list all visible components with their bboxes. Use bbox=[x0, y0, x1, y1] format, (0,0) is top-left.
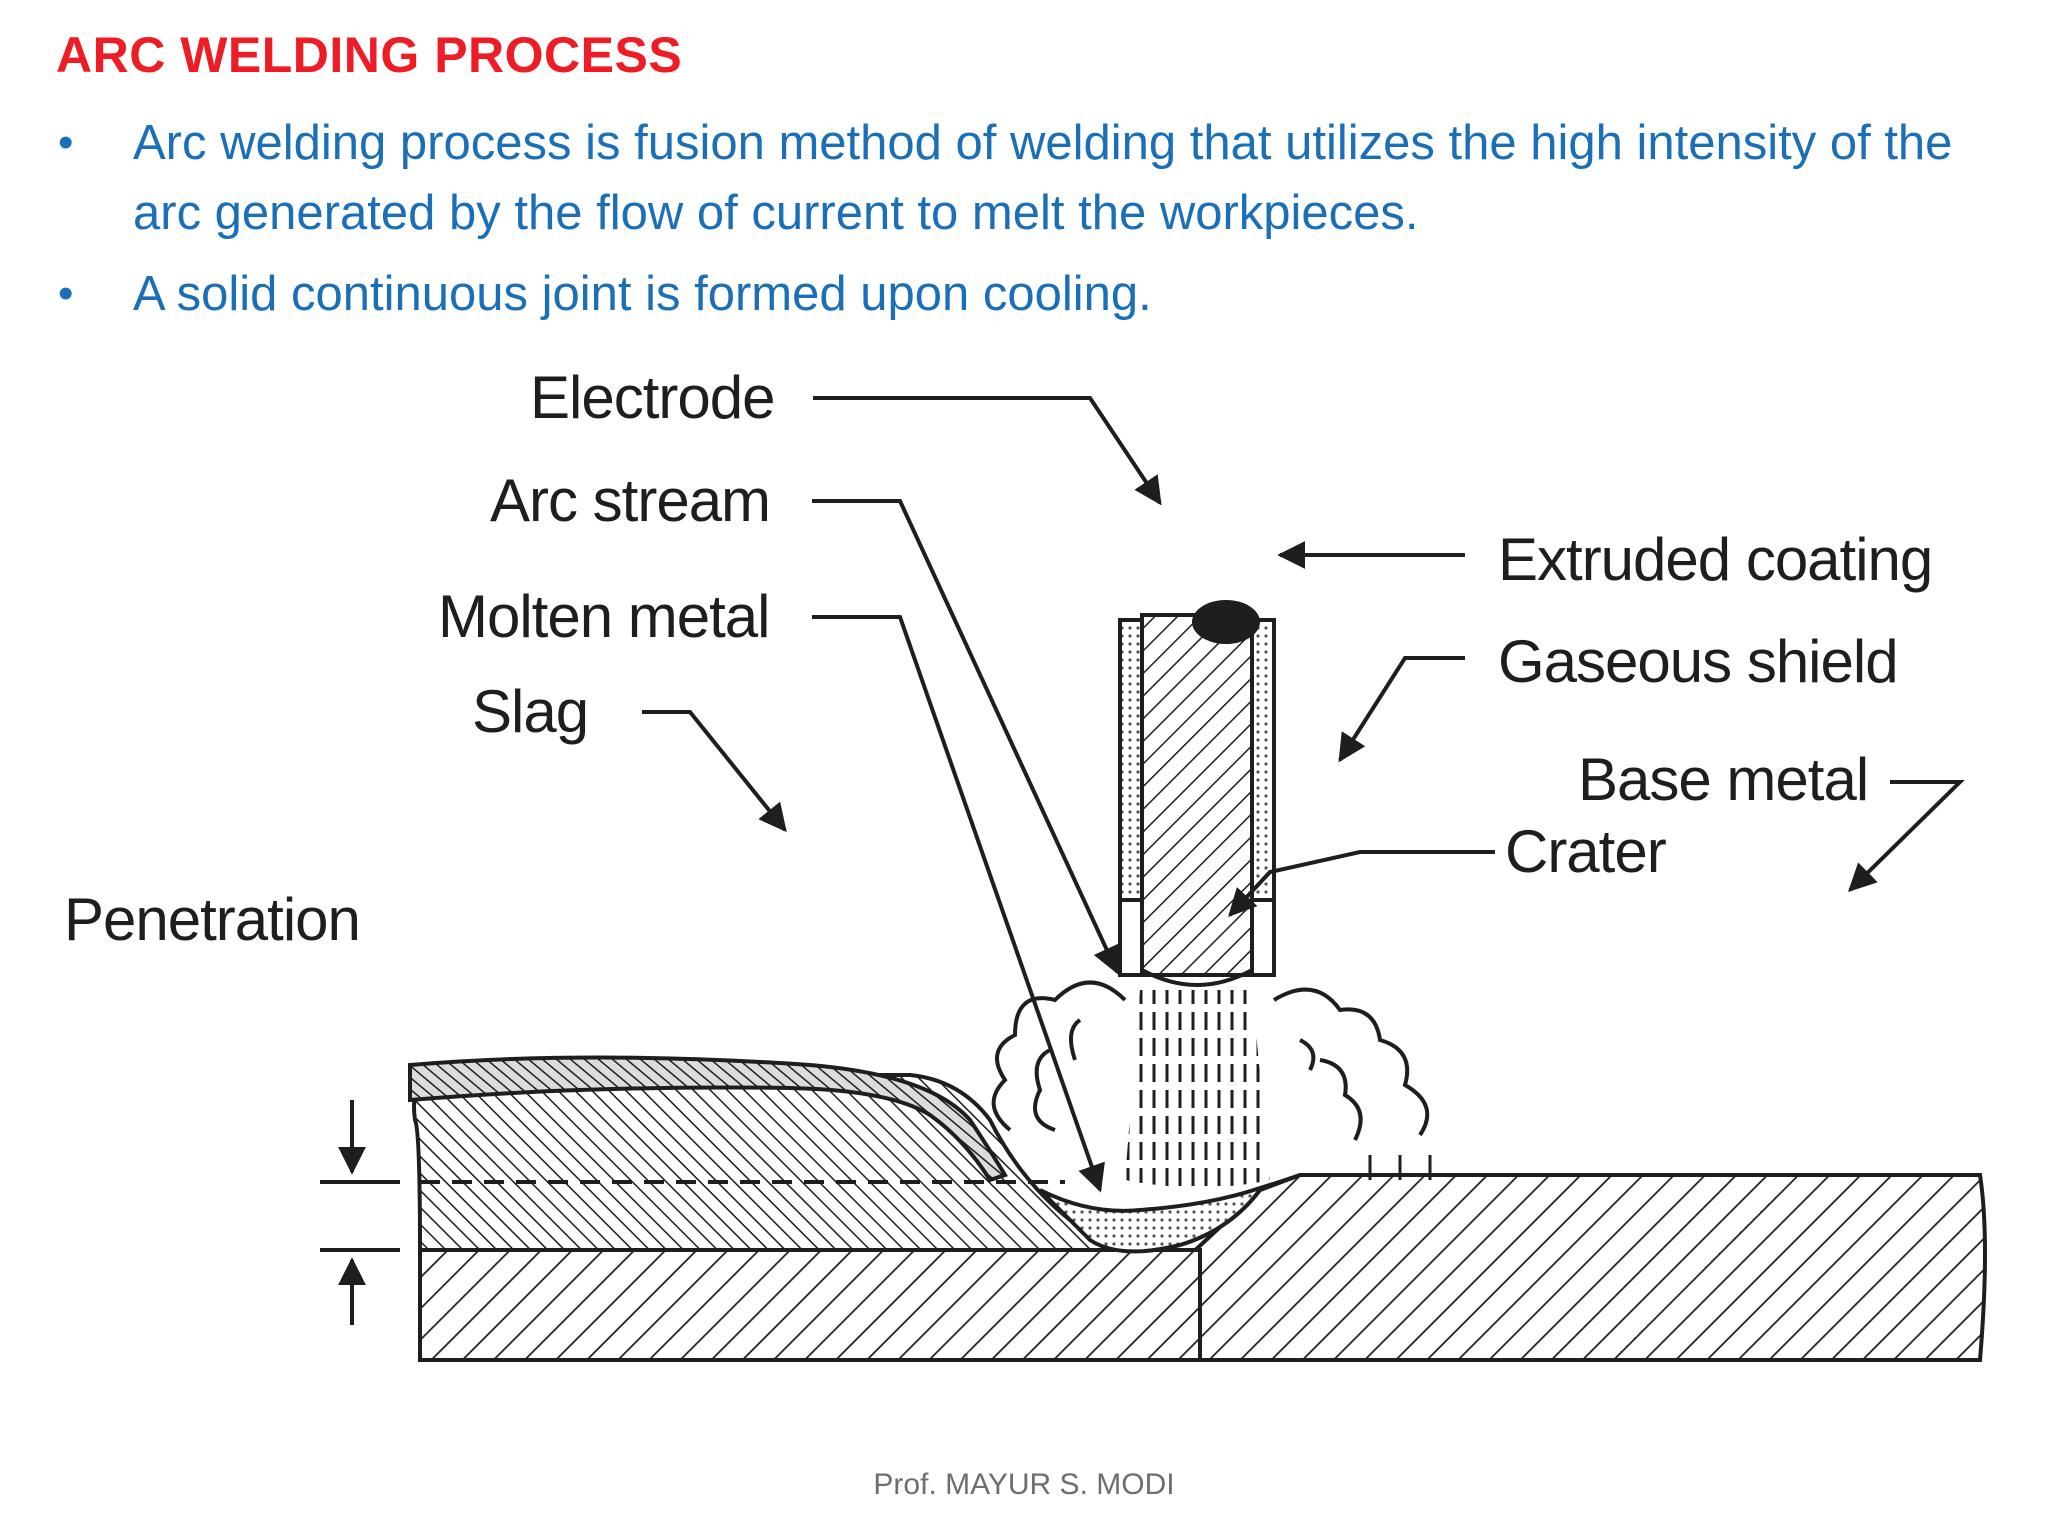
label-molten-metal: Molten metal bbox=[438, 583, 769, 650]
molten-pool bbox=[1038, 1173, 1301, 1254]
label-crater: Crater bbox=[1505, 818, 1666, 885]
electrode-core bbox=[1140, 613, 1254, 977]
crater-ticks bbox=[1368, 1155, 1432, 1180]
label-arc-stream: Arc stream bbox=[490, 467, 770, 534]
electrode-tip bbox=[1141, 968, 1253, 987]
coating-tip-left bbox=[1118, 898, 1144, 977]
bullet-list: • Arc welding process is fusion method o… bbox=[56, 108, 1986, 340]
footer-author: Prof. MAYUR S. MODI bbox=[873, 1468, 1175, 1501]
bullet-dot: • bbox=[58, 269, 74, 318]
bullet-item: • Arc welding process is fusion method o… bbox=[56, 108, 1986, 248]
electrode-leader bbox=[813, 396, 1162, 506]
bullet-text: Arc welding process is fusion method of … bbox=[133, 116, 1953, 240]
coating-tip-right bbox=[1250, 898, 1276, 977]
electrode-coating-left bbox=[1118, 618, 1144, 902]
label-electrode: Electrode bbox=[530, 364, 774, 431]
penetration-arrows bbox=[320, 1100, 400, 1325]
gaseous-shield bbox=[991, 980, 1430, 1141]
bullet-item: • A solid continuous joint is formed upo… bbox=[56, 259, 1986, 329]
electrode-coating-right bbox=[1250, 618, 1276, 902]
arc-welding-diagram: Electrode Arc stream Molten metal Slag E… bbox=[30, 360, 2020, 1410]
crater-leader bbox=[1228, 850, 1495, 918]
electrode-top-blob bbox=[1192, 600, 1260, 644]
base-metal-lower bbox=[418, 1248, 1202, 1362]
arc-stream-leader bbox=[812, 499, 1120, 975]
slide-title: ARC WELDING PROCESS bbox=[56, 27, 683, 83]
base-metal-leader bbox=[1848, 780, 1965, 892]
weld-bead bbox=[412, 1073, 1128, 1252]
gaseous-shield-leader bbox=[1338, 656, 1465, 763]
arc-stream bbox=[1125, 990, 1270, 1188]
slag-leader bbox=[642, 710, 787, 833]
bullet-text: A solid continuous joint is formed upon … bbox=[133, 267, 1152, 321]
label-slag: Slag bbox=[472, 678, 588, 745]
bullet-dot: • bbox=[58, 118, 74, 167]
slag-layer bbox=[408, 1055, 1008, 1183]
label-extruded-coating: Extruded coating bbox=[1498, 526, 1932, 593]
molten-metal-leader bbox=[812, 615, 1105, 1193]
label-base-metal: Base metal bbox=[1578, 746, 1868, 813]
arc-welding-svg: Electrode Arc stream Molten metal Slag E… bbox=[64, 364, 1987, 1362]
label-penetration: Penetration bbox=[64, 886, 360, 953]
label-gaseous-shield: Gaseous shield bbox=[1498, 628, 1898, 695]
